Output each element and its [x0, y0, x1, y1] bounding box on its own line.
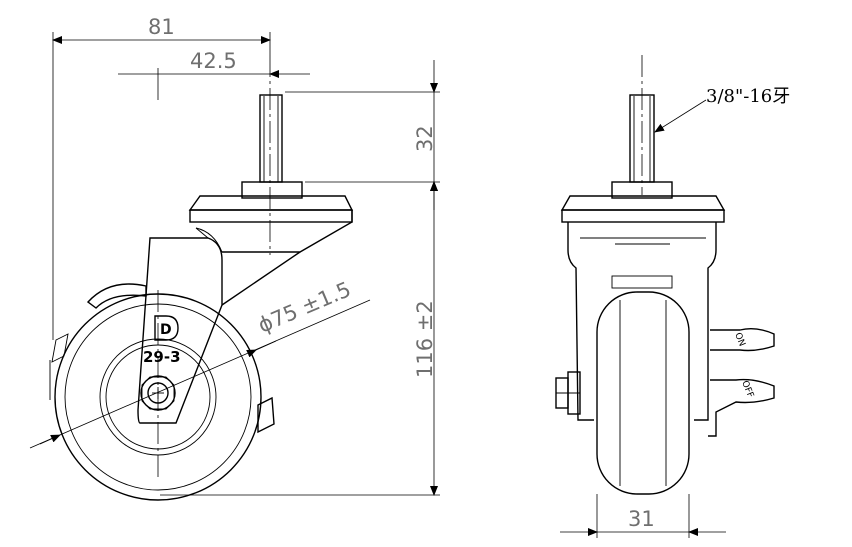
thread-label: 3/8"-16牙: [706, 86, 790, 107]
front-view: ON OFF: [555, 55, 775, 495]
lock-off-label: OFF: [739, 379, 755, 399]
brake-lever: [86, 283, 147, 309]
model-label: 29-3: [143, 348, 181, 366]
brake-off-tab: [708, 378, 775, 437]
side-dimensions: 81 42.5 32 116 ±2 ϕ75 ±1.5: [29, 15, 440, 496]
logo-badge: [154, 315, 179, 341]
front-wheel: [596, 291, 690, 495]
dim-overall-width: 81: [148, 15, 175, 39]
lock-on-label: ON: [732, 331, 746, 348]
dim-stem-height: 32: [413, 125, 437, 152]
dim-body-height: 116 ±2: [413, 300, 437, 378]
front-dimensions: 31 3/8"-16牙: [560, 86, 790, 538]
logo-letter: D: [160, 322, 172, 338]
fork: [137, 237, 223, 424]
brake-on-tab: [710, 327, 775, 352]
side-view: D 29-3: [49, 55, 354, 501]
dim-axis-offset: 42.5: [190, 49, 237, 73]
dim-wheel-width: 31: [628, 507, 655, 531]
stem: [259, 94, 283, 183]
